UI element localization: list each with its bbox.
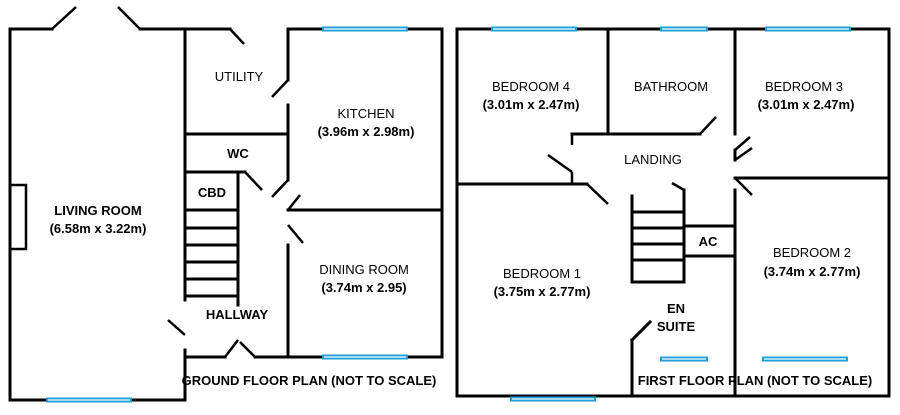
ground-floor-windows xyxy=(46,26,408,403)
kitchen-size: (3.96m x 2.98m) xyxy=(318,124,415,139)
dining-room-label: DINING ROOM xyxy=(319,262,409,277)
en-suite-label-line2: SUITE xyxy=(657,319,696,334)
ground-floor-doors xyxy=(51,6,304,358)
en-suite-label-line1: EN xyxy=(667,301,685,316)
hallway-label: HALLWAY xyxy=(206,307,269,322)
bedroom-2-label: BEDROOM 2 xyxy=(773,245,851,260)
ground-floor-stairs xyxy=(183,226,240,298)
dining-room-size: (3.74m x 2.95) xyxy=(321,280,406,295)
living-room-size: (6.58m x 3.22m) xyxy=(50,221,147,236)
bedroom-3-label: BEDROOM 3 xyxy=(765,79,843,94)
bedroom-2-size: (3.74m x 2.77m) xyxy=(764,264,861,279)
first-floor-plan: BEDROOM 4 (3.01m x 2.47m) BATHROOM BEDRO… xyxy=(455,26,891,402)
bedroom-1-size: (3.75m x 2.77m) xyxy=(494,284,591,299)
cbd-label: CBD xyxy=(198,185,226,200)
wc-label: WC xyxy=(227,146,249,161)
first-floor-caption: FIRST FLOOR PLAN (NOT TO SCALE) xyxy=(638,373,872,388)
bedroom-4-label: BEDROOM 4 xyxy=(492,79,570,94)
living-room-label: LIVING ROOM xyxy=(54,203,141,218)
bedroom-1-label: BEDROOM 1 xyxy=(503,266,581,281)
first-floor-stairs xyxy=(630,210,686,262)
ac-label: AC xyxy=(699,234,718,249)
landing-label: LANDING xyxy=(624,152,682,167)
first-floor-doors xyxy=(547,116,753,205)
ground-floor-caption: GROUND FLOOR PLAN (NOT TO SCALE) xyxy=(182,373,437,388)
kitchen-label: KITCHEN xyxy=(337,106,394,121)
bathroom-label: BATHROOM xyxy=(634,79,708,94)
utility-label: UTILITY xyxy=(215,69,264,84)
bedroom-4-size: (3.01m x 2.47m) xyxy=(483,97,580,112)
bedroom-3-size: (3.01m x 2.47m) xyxy=(758,97,855,112)
ground-floor-plan: LIVING ROOM (6.58m x 3.22m) UTILITY KITC… xyxy=(8,6,444,403)
first-floor-windows xyxy=(491,26,851,402)
